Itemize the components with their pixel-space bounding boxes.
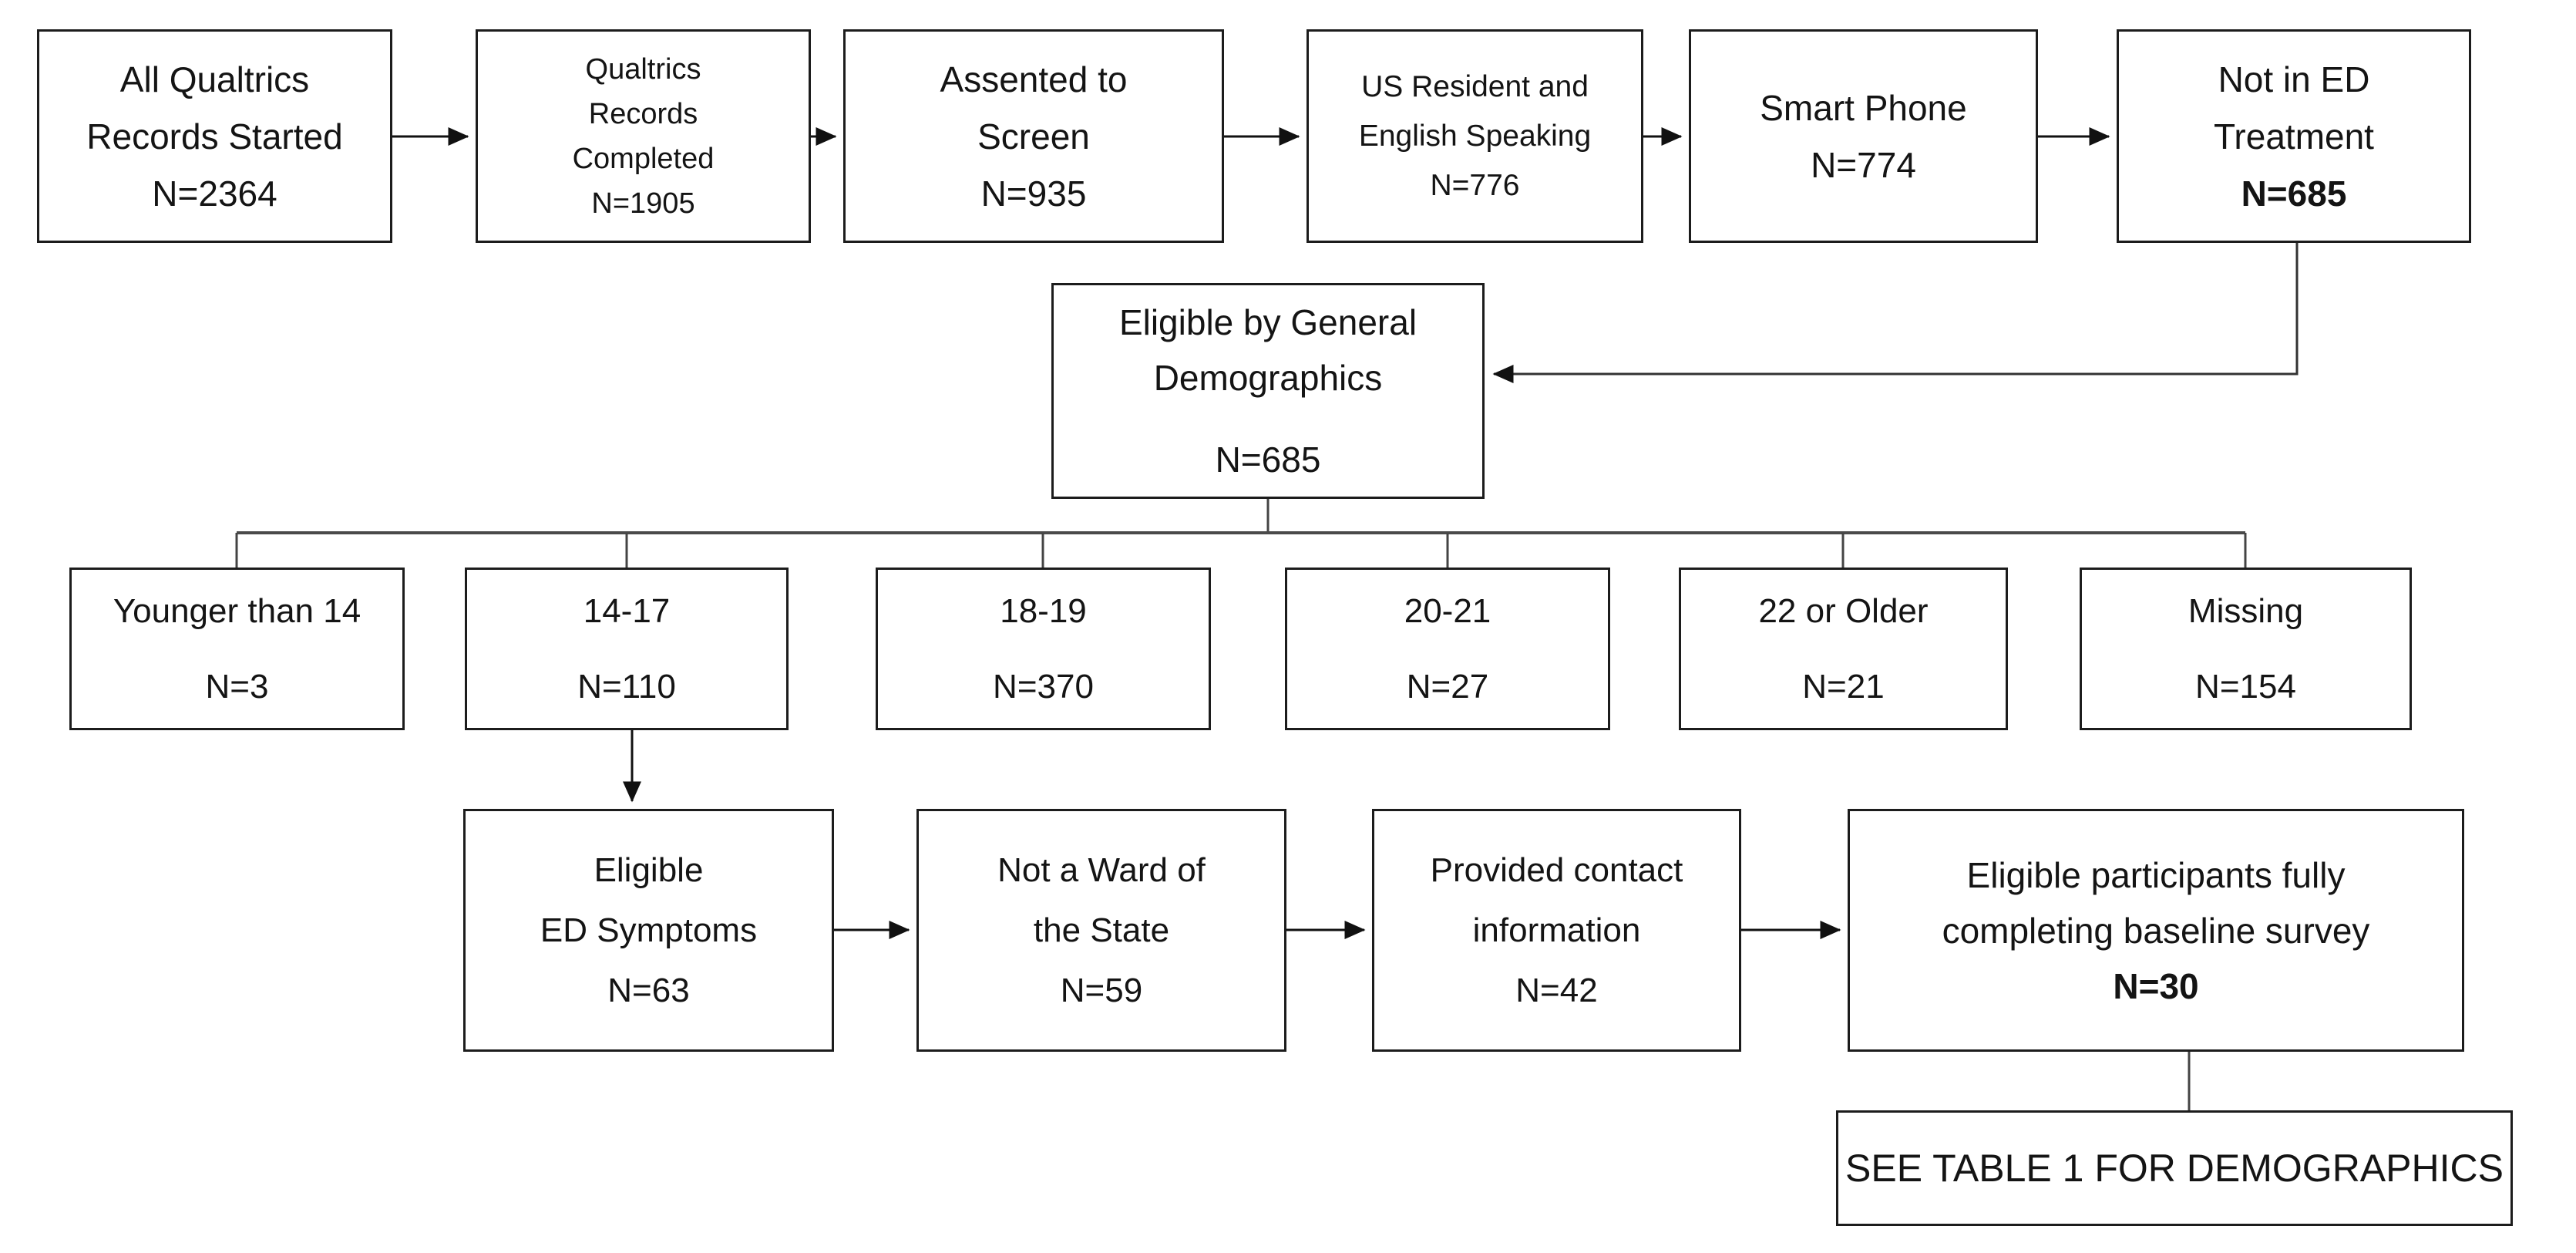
box-age-14-17: 14-17 N=110 (465, 568, 789, 730)
box-line: Records Started (86, 116, 343, 157)
box-line: US Resident and (1361, 69, 1589, 103)
box-n-value: N=935 (980, 173, 1087, 214)
box-us-resident-english-speaking: US Resident and English Speaking N=776 (1306, 29, 1643, 243)
box-line: completing baseline survey (1942, 910, 2370, 951)
box-n-value: N=154 (2195, 667, 2296, 706)
box-n-value: N=21 (1802, 667, 1885, 706)
box-age-18-19: 18-19 N=370 (876, 568, 1211, 730)
box-n-value: N=776 (1430, 168, 1520, 202)
box-not-a-ward-of-the-state: Not a Ward of the State N=59 (916, 809, 1286, 1052)
box-not-in-ed-treatment: Not in ED Treatment N=685 (2117, 29, 2471, 243)
box-n-value: N=1905 (591, 187, 695, 220)
box-n-value: N=370 (993, 667, 1094, 706)
box-line: 14-17 (583, 591, 671, 630)
box-n-value: N=27 (1406, 667, 1489, 706)
box-assented-to-screen: Assented to Screen N=935 (843, 29, 1224, 243)
box-n-value: N=63 (607, 971, 690, 1009)
box-all-qualtrics-records-started: All Qualtrics Records Started N=2364 (37, 29, 392, 243)
box-line: Treatment (2214, 116, 2374, 157)
box-line: Qualtrics (585, 52, 701, 86)
box-n-value: N=2364 (152, 173, 277, 214)
box-line: All Qualtrics (119, 59, 310, 99)
box-eligible-by-general-demographics: Eligible by General Demographics N=685 (1051, 283, 1485, 499)
box-line: Smart Phone (1760, 87, 1967, 128)
box-line: Not in ED (2218, 59, 2370, 99)
box-n-value: N=774 (1811, 144, 1916, 185)
box-line: Demographics (1153, 358, 1383, 398)
box-line: Records (588, 97, 698, 130)
box-line: Provided contact (1430, 850, 1683, 889)
box-line: Screen (977, 116, 1090, 157)
box-eligible-ed-symptoms: Eligible ED Symptoms N=63 (463, 809, 834, 1052)
box-line: English Speaking (1358, 119, 1592, 153)
box-n-value: N=30 (2113, 965, 2199, 1006)
box-n-value: N=42 (1515, 971, 1598, 1009)
box-line: 18-19 (1000, 591, 1087, 630)
box-line: 20-21 (1404, 591, 1491, 630)
box-line: information (1472, 911, 1641, 949)
box-n-value: N=3 (205, 667, 269, 706)
box-line: Missing (2188, 591, 2304, 630)
box-line: SEE TABLE 1 FOR DEMOGRAPHICS (1845, 1147, 2504, 1190)
box-line: 22 or Older (1758, 591, 1929, 630)
box-n-value: N=685 (2241, 173, 2347, 214)
box-smart-phone: Smart Phone N=774 (1689, 29, 2038, 243)
box-line: Eligible participants fully (1966, 854, 2346, 895)
box-line: Younger than 14 (113, 591, 362, 630)
box-line: the State (1033, 911, 1170, 949)
box-age-missing: Missing N=154 (2080, 568, 2412, 730)
box-line: Completed (572, 142, 715, 175)
box-line: Eligible (594, 850, 704, 889)
box-age-20-21: 20-21 N=27 (1285, 568, 1610, 730)
box-line: Not a Ward of (997, 850, 1206, 889)
box-see-table-1-note: SEE TABLE 1 FOR DEMOGRAPHICS (1836, 1110, 2513, 1226)
box-age-younger-than-14: Younger than 14 N=3 (69, 568, 405, 730)
box-eligible-participants-completing-baseline: Eligible participants fully completing b… (1848, 809, 2464, 1052)
box-n-value: N=685 (1215, 440, 1321, 480)
box-line: Assented to (940, 59, 1128, 99)
box-line: Eligible by General (1118, 302, 1417, 342)
box-provided-contact-information: Provided contact information N=42 (1372, 809, 1741, 1052)
box-line: ED Symptoms (540, 911, 758, 949)
box-n-value: N=59 (1060, 971, 1143, 1009)
box-n-value: N=110 (577, 667, 676, 706)
box-age-22-or-older: 22 or Older N=21 (1679, 568, 2008, 730)
box-qualtrics-records-completed: Qualtrics Records Completed N=1905 (476, 29, 811, 243)
